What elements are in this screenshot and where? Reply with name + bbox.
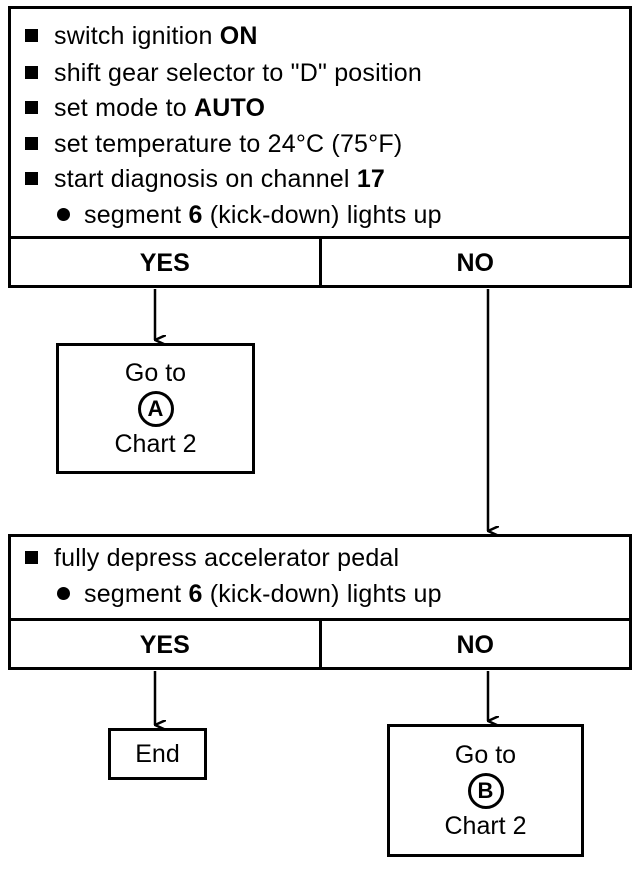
circled-a-symbol: A	[137, 390, 174, 427]
step2-check: segment 6 (kick-down) lights up	[57, 579, 442, 609]
step2-instruction: fully depress accelerator pedal	[25, 543, 399, 573]
step2-yes-label: YES	[11, 621, 322, 670]
goto-a-chart: Chart 2	[114, 429, 197, 458]
goto-a-label: Go to	[124, 358, 187, 387]
goto-a-box: Go to A Chart 2	[56, 343, 255, 474]
goto-b-chart: Chart 2	[444, 811, 527, 840]
square-bullet-icon	[25, 172, 38, 185]
square-bullet-icon	[25, 29, 38, 42]
square-bullet-icon	[25, 66, 38, 79]
step1-instruction-gear: shift gear selector to "D" position	[25, 58, 422, 88]
square-bullet-icon	[25, 101, 38, 114]
end-label: End	[135, 739, 180, 768]
step1-decision-row: YES NO	[11, 236, 629, 288]
end-box: End	[108, 728, 207, 780]
step1-yes-label: YES	[11, 239, 322, 288]
step1-no-label: NO	[456, 249, 495, 277]
square-bullet-icon	[25, 551, 38, 564]
square-bullet-icon	[25, 137, 38, 150]
step1-instruction-diagnosis: start diagnosis on channel 17	[25, 164, 385, 194]
step2-decision-row: YES NO	[11, 618, 629, 670]
dot-bullet-icon	[57, 208, 70, 221]
step2-box: fully depress accelerator pedal segment …	[8, 534, 632, 670]
step1-instruction-mode: set mode to AUTO	[25, 93, 265, 123]
step1-instruction-ignition: switch ignition ON	[25, 21, 258, 51]
dot-bullet-icon	[57, 587, 70, 600]
step1-check: segment 6 (kick-down) lights up	[57, 200, 442, 230]
goto-b-label: Go to	[454, 740, 517, 769]
goto-b-box: Go to B Chart 2	[387, 724, 584, 857]
step1-instruction-temperature: set temperature to 24°C (75°F)	[25, 129, 402, 159]
step1-box: switch ignition ON shift gear selector t…	[8, 6, 632, 288]
circled-b-symbol: B	[467, 772, 504, 809]
step2-no-label: NO	[456, 631, 495, 659]
